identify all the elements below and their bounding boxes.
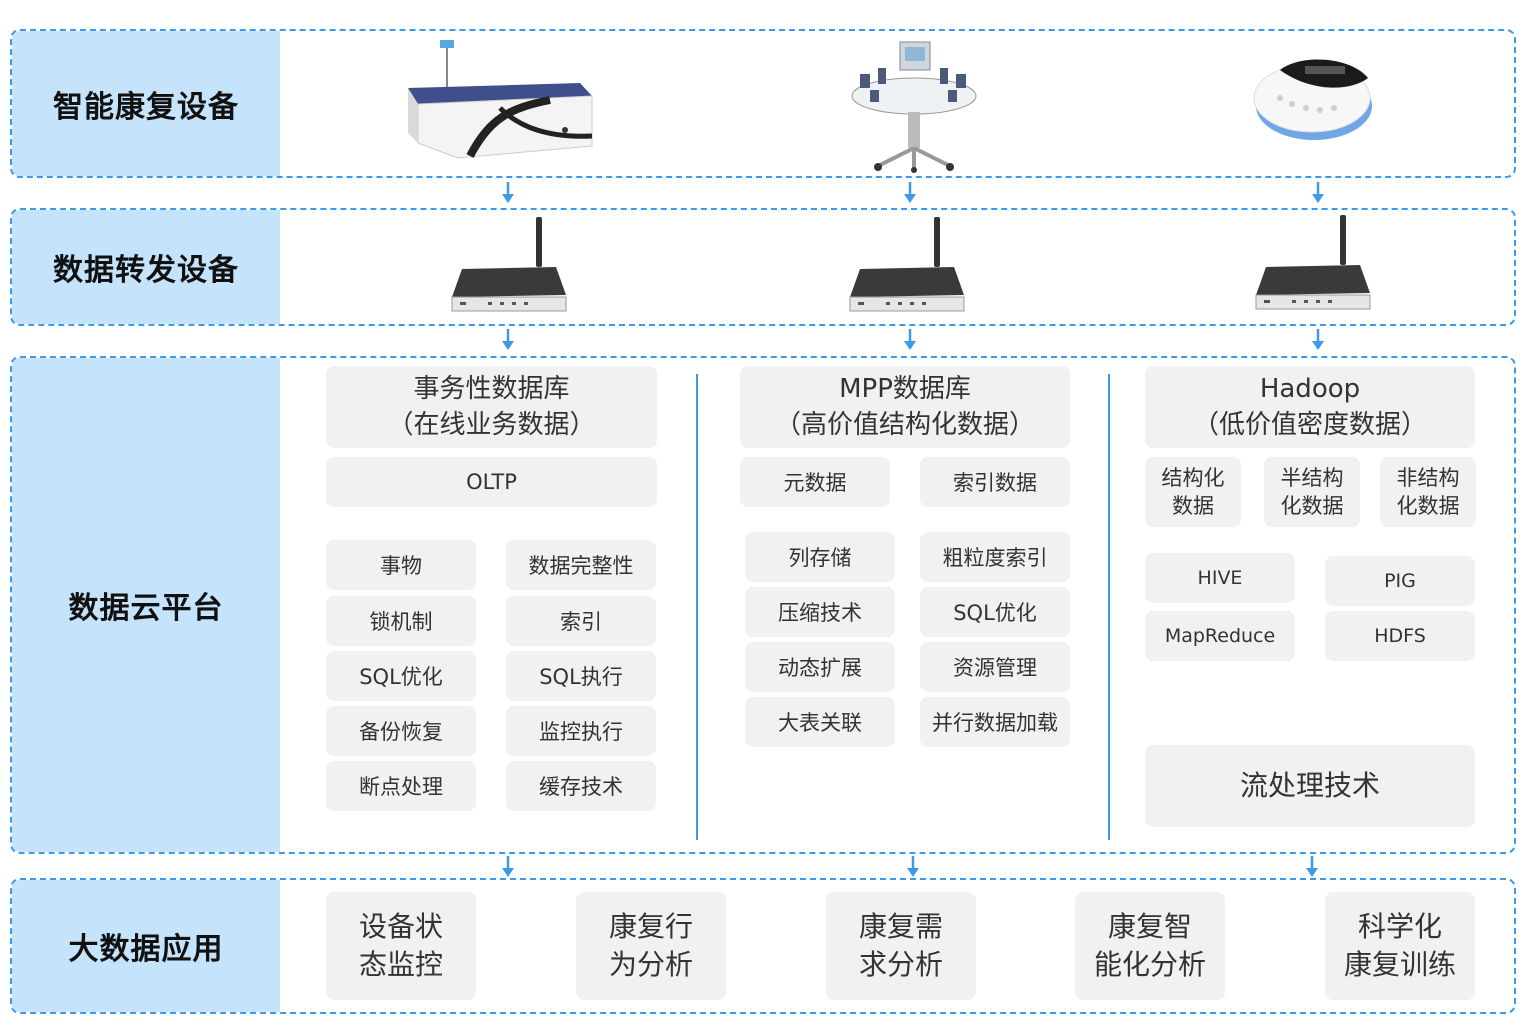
app-box: 康复智 能化分析 [1075,892,1225,1000]
router-icon [1255,215,1371,310]
arrow-down-icon [502,329,514,350]
arrow-down-icon [1306,856,1318,877]
rehab-bed-image [408,40,593,159]
transactional-item: 数据完整性 [506,540,656,590]
hadoop-item: PIG [1325,556,1475,606]
mpp-top-item: 索引数据 [920,457,1070,507]
layer-smart-devices: 智能康复设备 [10,29,1516,178]
mpp-item: 压缩技术 [745,587,895,637]
mpp-item: 资源管理 [920,642,1070,692]
mpp-top-item: 元数据 [740,457,890,507]
layer-big-data-apps: 大数据应用 [10,878,1516,1014]
arrow-down-icon [1312,182,1324,203]
mpp-item: 动态扩展 [745,642,895,692]
transactional-db-title: 事务性数据库 （在线业务数据） [326,366,657,448]
mpp-db-title: MPP数据库 （高价值结构化数据） [740,366,1070,448]
transactional-item: 断点处理 [326,761,476,811]
arrow-down-icon [904,329,916,350]
hadoop-data-type: 半结构 化数据 [1264,457,1360,527]
mpp-item: 粗粒度索引 [920,532,1070,582]
rehab-controller-image [1253,59,1372,140]
hadoop-item: HIVE [1145,553,1295,603]
oltp-box: OLTP [326,457,657,507]
mpp-item: SQL优化 [920,587,1070,637]
arrow-down-icon [1312,329,1324,350]
transactional-item: 锁机制 [326,596,476,646]
hadoop-item: MapReduce [1145,611,1295,661]
stream-processing-box: 流处理技术 [1145,745,1475,827]
hadoop-item: HDFS [1325,611,1475,661]
layer-label-apps: 大数据应用 [12,880,280,1012]
hadoop-title: Hadoop （低价值密度数据） [1145,366,1475,448]
hadoop-data-type: 结构化 数据 [1145,457,1241,527]
rehab-table-image [851,41,977,173]
transactional-item: 缓存技术 [506,761,656,811]
transactional-item: 备份恢复 [326,706,476,756]
layer-label-devices: 智能康复设备 [12,31,280,176]
app-box: 康复行 为分析 [576,892,726,1000]
hadoop-data-type: 非结构 化数据 [1380,457,1476,527]
mpp-item: 列存储 [745,532,895,582]
layer-forwarding-devices: 数据转发设备 [10,208,1516,326]
column-divider [696,374,698,840]
column-divider [1108,374,1110,840]
layer-label-forwarding: 数据转发设备 [12,210,280,324]
app-box: 科学化 康复训练 [1325,892,1475,1000]
mpp-item: 并行数据加载 [920,697,1070,747]
router-icon [451,217,567,312]
arrow-down-icon [502,182,514,203]
arrow-down-icon [904,182,916,203]
arrow-down-icon [502,856,514,877]
arrow-down-icon [907,856,919,877]
transactional-item: 监控执行 [506,706,656,756]
app-box: 设备状 态监控 [326,892,476,1000]
transactional-item: 事物 [326,540,476,590]
layer-cloud-platform: 数据云平台 [10,356,1516,854]
app-box: 康复需 求分析 [826,892,976,1000]
mpp-item: 大表关联 [745,697,895,747]
router-icon [849,217,965,312]
transactional-item: SQL执行 [506,651,656,701]
layer-label-cloud: 数据云平台 [12,358,280,852]
transactional-item: 索引 [506,596,656,646]
transactional-item: SQL优化 [326,651,476,701]
